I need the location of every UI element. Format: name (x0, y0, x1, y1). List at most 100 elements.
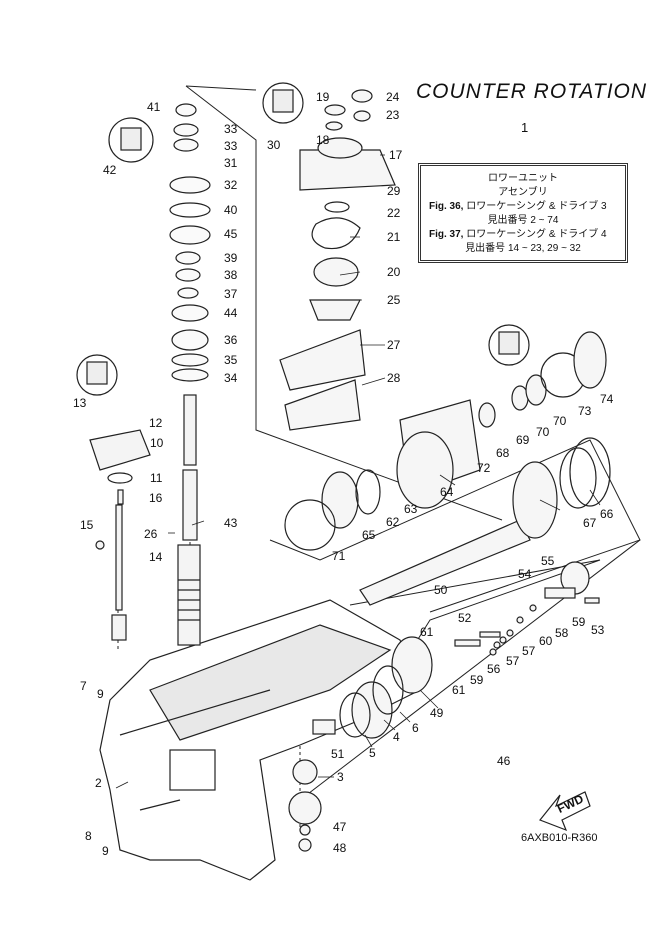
label-27: 27 (387, 338, 401, 352)
water-pump (279, 89, 396, 431)
label-44: 44 (224, 306, 238, 320)
label-72: 72 (477, 461, 491, 475)
label-54: 54 (518, 567, 532, 581)
label-64: 64 (440, 485, 454, 499)
label-60: 60 (539, 634, 553, 648)
label-46: 46 (497, 754, 511, 768)
label-8: 8 (85, 829, 92, 843)
label-51: 51 (331, 747, 345, 761)
label-33b: 33 (224, 139, 238, 153)
drive-shaft (177, 394, 201, 646)
label-3: 3 (337, 770, 344, 784)
label-26: 26 (144, 527, 158, 541)
label-40: 40 (224, 203, 238, 217)
label-19: 19 (316, 90, 330, 104)
label-21: 21 (387, 230, 401, 244)
label-67: 67 (583, 516, 597, 530)
leader-lines (115, 154, 601, 789)
label-59b: 59 (572, 615, 586, 629)
fig37-desc: ロワーケーシング & ドライブ 4 (466, 229, 607, 240)
label-50: 50 (434, 583, 448, 597)
label-29: 29 (387, 184, 401, 198)
label-31: 31 (224, 156, 238, 170)
label-36: 36 (224, 333, 238, 347)
label-71: 71 (332, 549, 346, 563)
lower-casing (99, 599, 421, 881)
group-line-driveshaft (185, 85, 503, 521)
label-30: 30 (267, 138, 281, 152)
fig37-range: 見出番号 14 ~ 23, 29 ~ 32 (465, 243, 581, 254)
info-fig36: Fig. 36, ロワーケーシング & ドライブ 3 (429, 200, 617, 214)
label-33a: 33 (224, 122, 238, 136)
part-labels: 2 3 4 5 6 7 8 9 9 10 11 12 13 14 15 16 1… (73, 90, 614, 858)
label-58: 58 (555, 626, 569, 640)
label-34: 34 (224, 371, 238, 385)
info-fig37: Fig. 37, ロワーケーシング & ドライブ 4 (429, 228, 617, 242)
label-2: 2 (95, 776, 102, 790)
label-53: 53 (591, 623, 605, 637)
label-35: 35 (224, 353, 238, 367)
label-32: 32 (224, 178, 238, 192)
label-16: 16 (149, 491, 163, 505)
label-47: 47 (333, 820, 347, 834)
label-15: 15 (80, 518, 94, 532)
label-11: 11 (150, 471, 163, 485)
fig36-desc: ロワーケーシング & ドライブ 3 (466, 201, 607, 212)
label-57a: 57 (506, 654, 520, 668)
fig36-ref: Fig. 36, (429, 201, 464, 212)
label-56: 56 (487, 662, 501, 676)
label-63: 63 (404, 502, 418, 516)
label-14: 14 (149, 550, 163, 564)
label-5: 5 (369, 746, 376, 760)
label-12: 12 (149, 416, 163, 430)
label-57b: 57 (522, 644, 536, 658)
clutch-parts (454, 597, 600, 656)
label-38: 38 (224, 268, 238, 282)
diagram-title: COUNTER ROTATION (416, 80, 648, 103)
callout-circles (76, 82, 530, 396)
label-43: 43 (224, 516, 238, 530)
label-7: 7 (80, 679, 87, 693)
label-9b: 9 (102, 844, 109, 858)
label-28: 28 (387, 371, 401, 385)
label-20: 20 (387, 265, 401, 279)
label-73: 73 (578, 404, 592, 418)
assembly-info-box: ロワーユニット アセンブリ Fig. 36, ロワーケーシング & ドライブ 3… (418, 163, 628, 263)
label-61a: 61 (420, 625, 434, 639)
label-65: 65 (362, 528, 376, 542)
group-line-pump (185, 85, 257, 91)
bearing-stack (169, 103, 211, 382)
label-23: 23 (386, 108, 400, 122)
label-13: 13 (73, 396, 87, 410)
label-59a: 59 (470, 673, 484, 687)
label-62: 62 (386, 515, 400, 529)
label-42: 42 (103, 163, 117, 177)
label-55: 55 (541, 554, 555, 568)
label-10: 10 (150, 436, 164, 450)
propeller-shaft-assembly (284, 331, 611, 852)
label-9a: 9 (97, 687, 104, 701)
fwd-arrow-icon (539, 791, 591, 832)
label-39: 39 (224, 251, 238, 265)
label-74: 74 (600, 392, 614, 406)
label-70b: 70 (553, 414, 567, 428)
label-68: 68 (496, 446, 510, 460)
label-24: 24 (386, 90, 400, 104)
shift-rod (89, 429, 151, 641)
drawing-code: 6AXB010-R360 (521, 832, 598, 844)
info-line1: ロワーユニット (488, 173, 558, 184)
label-52: 52 (458, 611, 472, 625)
label-45: 45 (224, 227, 238, 241)
label-18: 18 (316, 133, 330, 147)
info-line2: アセンブリ (498, 187, 548, 198)
label-61b: 61 (452, 683, 466, 697)
label-69: 69 (516, 433, 530, 447)
assembly-ref-number: 1 (521, 120, 529, 135)
label-22: 22 (387, 206, 401, 220)
label-70a: 70 (536, 425, 550, 439)
label-41: 41 (147, 100, 161, 114)
label-25: 25 (387, 293, 401, 307)
label-49: 49 (430, 706, 444, 720)
label-37: 37 (224, 287, 238, 301)
label-66: 66 (600, 507, 614, 521)
